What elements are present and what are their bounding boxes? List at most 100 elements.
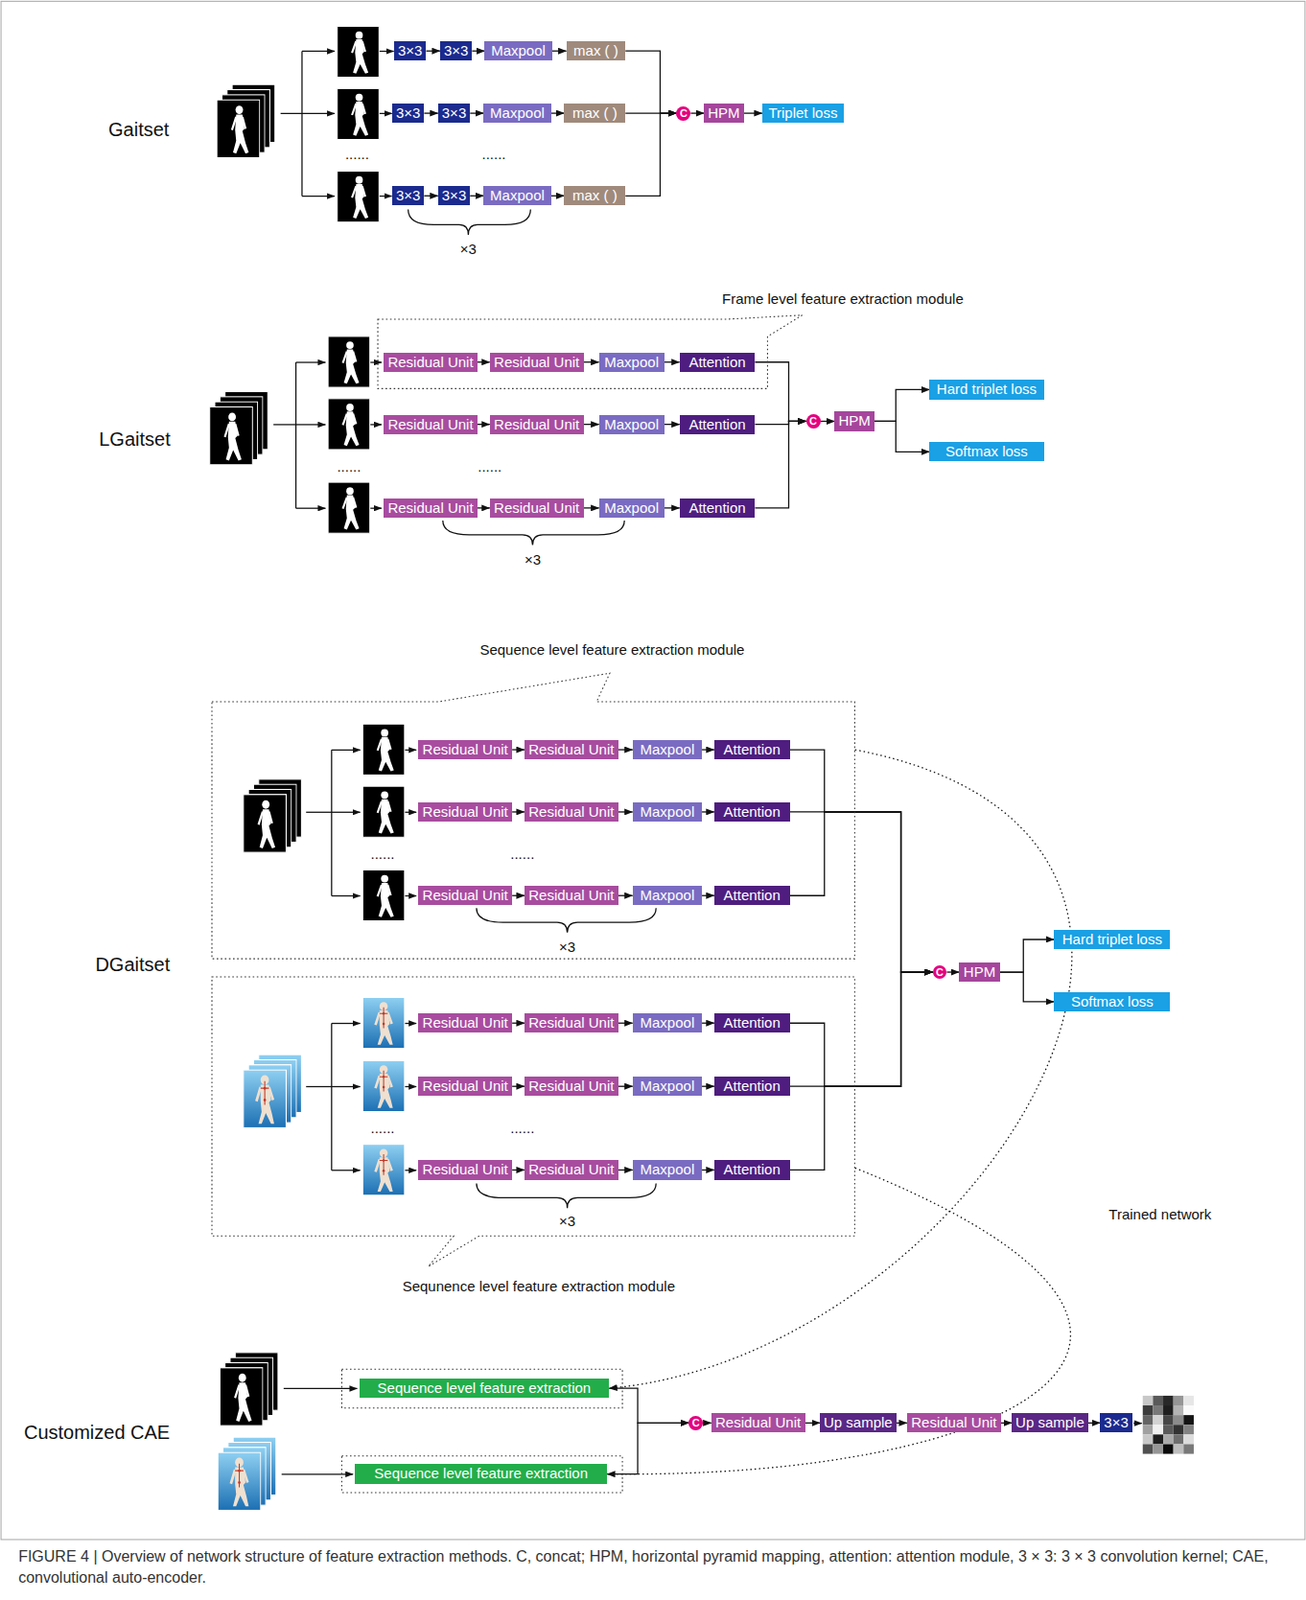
output-pixel <box>1173 1434 1185 1445</box>
wire <box>273 423 296 425</box>
maxpool-box: Maxpool <box>599 498 665 518</box>
wire <box>296 423 327 425</box>
output-pixel <box>1173 1415 1185 1425</box>
output-pixel <box>1163 1434 1174 1445</box>
connector <box>1001 1422 1012 1424</box>
residual-box: Residual Unit <box>418 886 513 906</box>
wire <box>305 812 332 814</box>
wire <box>301 50 303 196</box>
box-text: Attention <box>723 1077 781 1095</box>
loss-box: Softmax loss <box>1053 992 1170 1012</box>
frame-image <box>337 88 380 140</box>
box-text: Attention <box>688 353 746 371</box>
wire <box>370 423 382 425</box>
maxpool-box: Maxpool <box>599 415 665 435</box>
box-text: Softmax loss <box>1071 993 1154 1010</box>
wire <box>379 195 393 197</box>
max-box: max ( ) <box>566 41 627 61</box>
hpm-box: HPM <box>958 962 1001 982</box>
box-text: Hard triplet loss <box>1062 931 1163 948</box>
attention-box: Attention <box>679 498 756 518</box>
box-text: 3×3 <box>442 104 467 121</box>
wire <box>379 113 393 115</box>
connector <box>664 507 680 509</box>
box-text: Residual Unit <box>715 1414 801 1431</box>
annotation: Trained network <box>1106 1206 1213 1223</box>
connector <box>744 112 763 114</box>
box-text: Residual Unit <box>528 1161 614 1178</box>
connector <box>583 507 600 509</box>
output-pixel <box>1152 1444 1164 1454</box>
box-text: Residual Unit <box>422 1161 509 1178</box>
connector <box>471 50 485 52</box>
box-text: Residual Unit <box>387 353 473 371</box>
box-text: Residual Unit <box>387 416 473 433</box>
box-text: Residual Unit <box>422 886 509 904</box>
callout-outline <box>211 673 855 959</box>
output-pixel <box>1142 1415 1154 1425</box>
maxpool-box: Maxpool <box>632 886 702 906</box>
connector <box>618 1169 633 1171</box>
connector <box>477 361 490 363</box>
attention-box: Attention <box>714 886 791 906</box>
frame-stack <box>217 1452 261 1511</box>
box-text: max ( ) <box>573 42 619 59</box>
attention-box: Attention <box>714 1013 791 1033</box>
box-text: max ( ) <box>572 104 618 121</box>
residual-box: Residual Unit <box>711 1413 806 1433</box>
connector <box>790 972 933 1087</box>
connector <box>423 195 438 197</box>
connector <box>946 971 959 973</box>
wire <box>404 895 417 897</box>
upsample-box: Up sample <box>819 1413 897 1433</box>
output-pixel <box>1142 1405 1154 1416</box>
connector <box>702 1422 712 1424</box>
output-pixel <box>1152 1434 1164 1445</box>
box-text: Attention <box>723 741 781 758</box>
module-heading: Frame level feature extraction module <box>722 289 964 306</box>
loss-box: Hard triplet loss <box>929 379 1044 399</box>
box-text: Maxpool <box>604 353 659 371</box>
wire <box>296 361 327 363</box>
connector <box>477 423 490 425</box>
frame-image <box>337 171 380 223</box>
connector <box>896 1422 908 1424</box>
connector <box>606 1422 689 1474</box>
residual-box: Residual Unit <box>907 1413 1002 1433</box>
connector <box>1000 972 1054 1003</box>
loss-box: Softmax loss <box>929 442 1044 462</box>
loss-box: Hard triplet loss <box>1053 930 1170 950</box>
output-pixel <box>1163 1424 1174 1435</box>
connector <box>701 1023 715 1025</box>
output-pixel <box>1173 1424 1185 1435</box>
box-text: 3×3 <box>397 42 422 59</box>
residual-box: Residual Unit <box>524 1076 619 1097</box>
box-text: Hard triplet loss <box>936 380 1037 397</box>
output-pixel <box>1142 1424 1154 1435</box>
wire <box>302 50 335 52</box>
output-pixel <box>1183 1424 1194 1435</box>
wire <box>379 50 395 52</box>
connector <box>1000 939 1054 973</box>
connector <box>820 420 836 422</box>
wire <box>305 1086 332 1088</box>
box-text: 3×3 <box>396 104 420 121</box>
module-heading: Sequence level feature extraction module <box>479 640 745 657</box>
residual-box: Residual Unit <box>418 1013 513 1033</box>
box-text: HPM <box>707 104 740 121</box>
box-text: Attention <box>688 499 746 516</box>
connector <box>701 1086 715 1088</box>
wire <box>330 749 332 896</box>
output-pixel <box>1142 1434 1154 1445</box>
box-text: Maxpool <box>489 104 545 121</box>
wire <box>331 1169 361 1171</box>
callout-outline <box>211 977 855 1267</box>
output-pixel <box>1183 1405 1194 1416</box>
connector <box>512 895 525 897</box>
connector <box>664 361 680 363</box>
connector <box>512 811 525 813</box>
box-text: Maxpool <box>640 1014 696 1031</box>
annotation: ...... <box>343 144 372 162</box>
conv-box: 3×3 <box>438 103 470 123</box>
connector <box>790 972 933 1087</box>
